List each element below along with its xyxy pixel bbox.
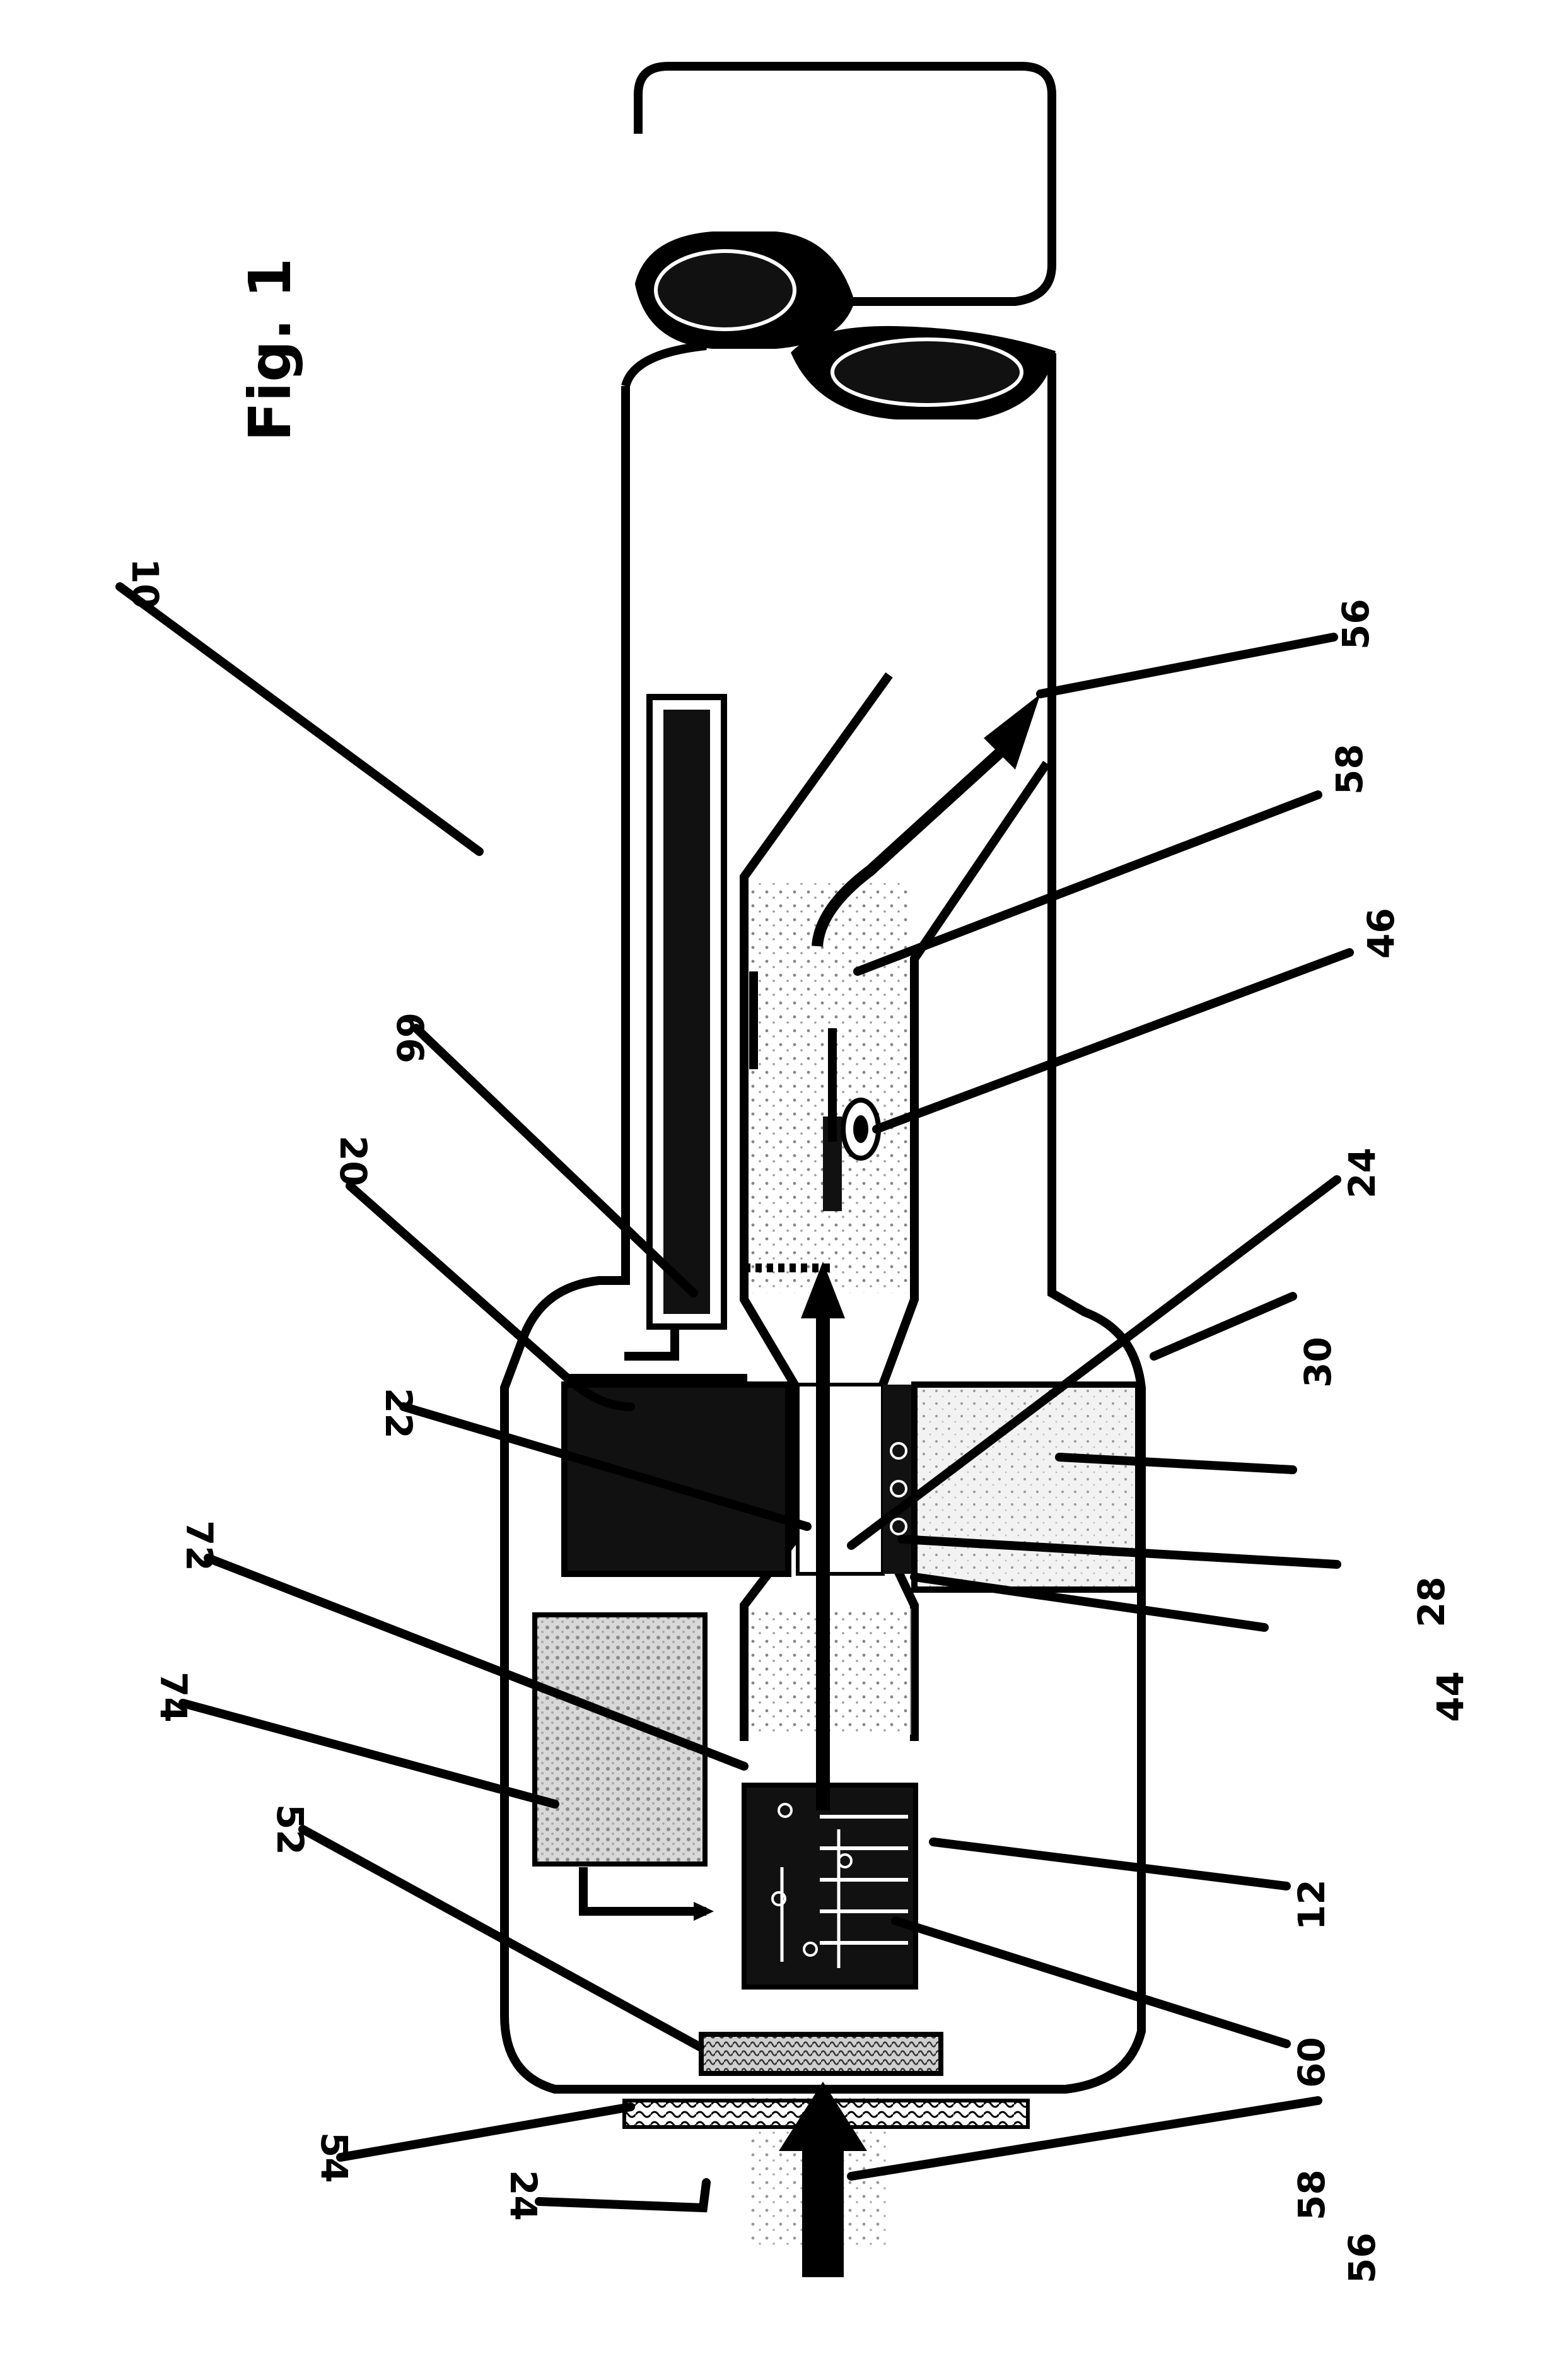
- label-72: 72: [178, 1520, 221, 1571]
- label-56-inlet: 56: [1341, 2232, 1384, 2283]
- label-10: 10: [124, 558, 166, 609]
- component-60: [742, 1783, 918, 1990]
- component-44: [883, 1385, 914, 1574]
- label-74: 74: [152, 1672, 195, 1723]
- label-46: 46: [1360, 908, 1402, 959]
- housing-outline: [500, 341, 1146, 2094]
- label-12: 12: [1290, 1879, 1333, 1930]
- label-54: 54: [313, 2132, 356, 2183]
- sensor-window-22: [796, 1383, 885, 1576]
- component-66: [624, 694, 727, 1361]
- label-44: 44: [1429, 1671, 1472, 1722]
- outlet-coupling: [634, 62, 1056, 419]
- component-20: [561, 1374, 791, 1577]
- label-22: 22: [377, 1388, 420, 1439]
- filter-52: [699, 2032, 943, 2076]
- leader-lines: [115, 582, 1354, 2213]
- figure-title: Fig. 1: [236, 258, 304, 442]
- label-56-outlet: 56: [1334, 599, 1377, 650]
- label-20: 20: [332, 1135, 375, 1187]
- label-52: 52: [269, 1804, 312, 1855]
- label-30: 30: [1297, 1337, 1339, 1388]
- label-58-upper: 58: [1328, 744, 1371, 795]
- label-60: 60: [1290, 2037, 1333, 2088]
- label-28: 28: [1410, 1576, 1453, 1627]
- component-74: [532, 1612, 714, 1921]
- label-24-sensor: 24: [1341, 1147, 1384, 1199]
- label-24-inlet: 24: [502, 2170, 545, 2221]
- label-58-lower: 58: [1290, 2169, 1333, 2220]
- reference-labels: 10 66 20 22 72 74 52 54 24 56 58 60 12 4…: [124, 558, 1472, 2283]
- flow-arrows: [779, 694, 1040, 2277]
- outlet-baffles: [744, 971, 837, 1272]
- label-66: 66: [388, 1012, 431, 1064]
